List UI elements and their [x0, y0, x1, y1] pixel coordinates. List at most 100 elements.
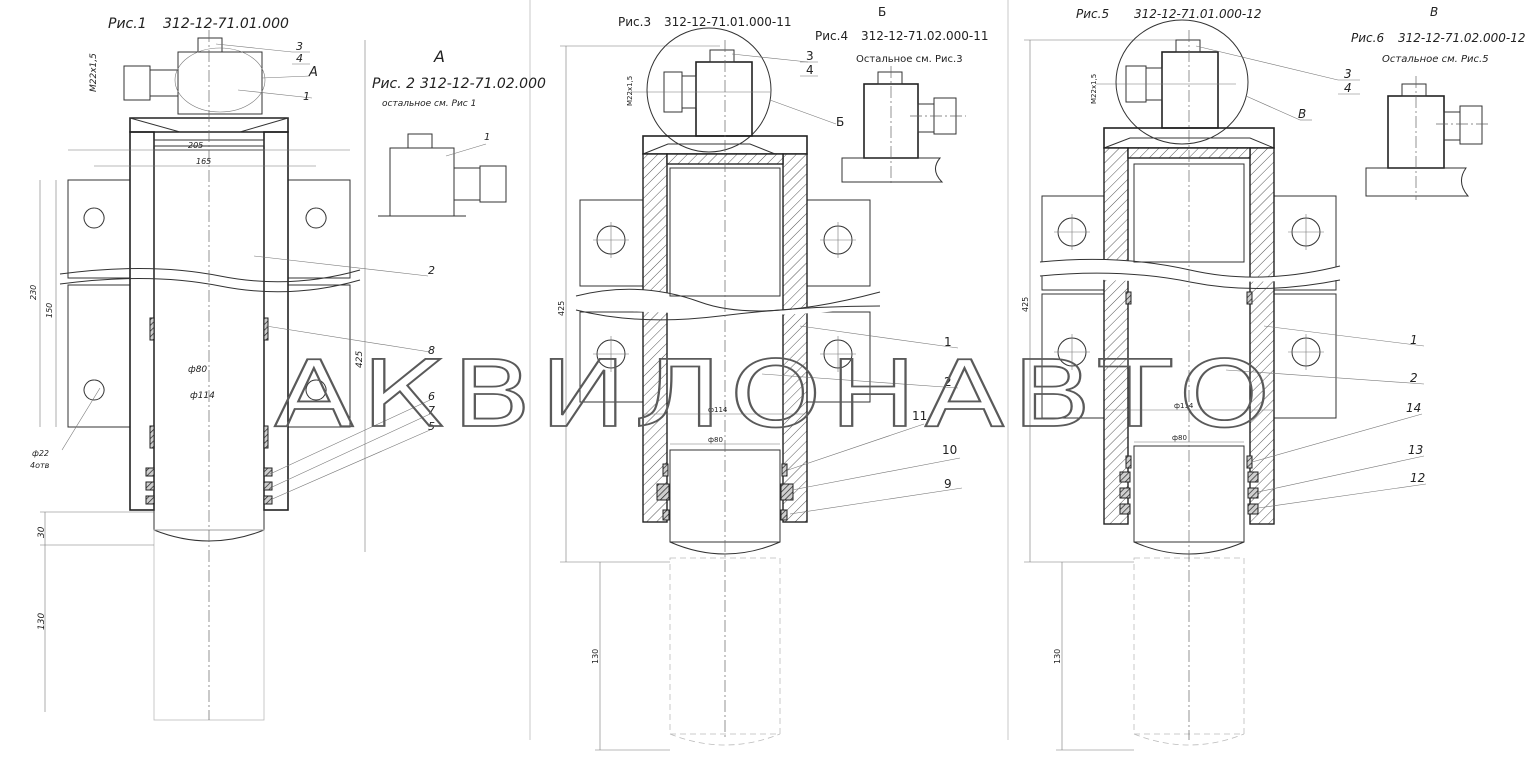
fig2-code: 312-12-71.02.000: [420, 76, 546, 92]
fig5-callout-14: 14: [1406, 401, 1421, 415]
fig6-code: 312-12-71.02.000-12: [1398, 31, 1526, 45]
fig3-break-line-bottom: [575, 305, 881, 321]
fig3-solenoid-body: [695, 61, 753, 137]
fig2-callout-1: 1: [484, 132, 490, 143]
fig2-solenoid-view: [378, 133, 507, 217]
fig5-dim-d114: ф114: [1174, 402, 1194, 410]
fig5-callout-2: 2: [1410, 371, 1418, 385]
fig5-dim-425: 425: [1021, 297, 1030, 312]
fig5-break-line-top: [1039, 258, 1341, 278]
fig1-cylinder-drawing: [39, 30, 431, 721]
fig6-note: Остальное см. Рис.5: [1382, 54, 1489, 65]
fig5-wall-right: [1249, 147, 1275, 525]
fig2-solenoid-cap: [407, 133, 433, 149]
fig5-callout-V: В: [1298, 107, 1306, 121]
fig6-view-mark: В: [1430, 5, 1438, 19]
fig3-callout-3: 3: [806, 49, 814, 63]
fig2-note: остальное см. Рис 1: [382, 99, 476, 109]
fig3-callout-9: 9: [944, 477, 952, 491]
fig5-callout-1: 1: [1410, 333, 1418, 347]
fig4-solenoid-cap: [877, 71, 903, 85]
fig1-callout-6: 6: [428, 390, 435, 403]
fig3-dim-425: 425: [557, 301, 566, 316]
fig5-solenoid-cap: [1175, 39, 1201, 53]
fig5-detail-circle-V: [1115, 19, 1249, 145]
fig5-leaders: [1195, 45, 1427, 509]
fig3-flange-right-upper: [806, 199, 871, 287]
fig1-dim-230: 230: [29, 285, 38, 300]
fig1-solenoid-connector: [149, 69, 179, 97]
fig1-dim-150: 150: [45, 303, 54, 318]
fig1-dim-30: 30: [37, 526, 47, 538]
fig1-callout-7: 7: [428, 404, 435, 417]
fig5-flange-right-lower: [1273, 293, 1337, 419]
fig3-callout-2: 2: [944, 375, 952, 389]
fig2-solenoid-body: [389, 147, 455, 217]
fig6-solenoid-cap: [1401, 83, 1427, 97]
fig1-dim-205: 205: [188, 141, 203, 150]
fig3-solenoid-cap: [709, 49, 735, 63]
fig1-detail-circle-A: [174, 47, 266, 113]
fig1-break-line-top: [59, 267, 361, 283]
fig1-flange-left-upper: [67, 179, 131, 279]
fig5-callout-13: 13: [1408, 443, 1423, 457]
fig1-dim-165: 165: [196, 157, 211, 166]
fig1-dim-hole: ф22: [32, 449, 49, 458]
fig1-dim-hole-note: 4отв: [30, 461, 50, 470]
fig4-code: 312-12-71.02.000-11: [861, 29, 989, 43]
fig1-callout-3: 3: [296, 40, 303, 53]
fig5-wall-left: [1103, 147, 1129, 525]
fig3-callout-labels: 3 4 Б 1 2 11 10 9: [806, 49, 957, 491]
fig1-dim-d80: ф80: [188, 365, 207, 375]
fig6-solenoid-view: [1365, 76, 1490, 200]
fig3-callout-1: 1: [944, 335, 952, 349]
fig3-code: 312-12-71.01.000-11: [664, 15, 792, 29]
fig1-callout-4: 4: [296, 52, 303, 65]
fig4-note: Остальное см. Рис.3: [856, 54, 963, 65]
watermark-text: АКВИЛОНАВТО: [274, 341, 1278, 448]
fig1-seals: [145, 317, 273, 505]
fig5-thread-dim: М22х1,5: [1090, 74, 1098, 104]
fig1-code: 312-12-71.01.000: [163, 16, 289, 32]
fig1-callout-labels: 3 4 1 2 8 6 7 5: [296, 40, 435, 433]
fig1-callout-8: 8: [428, 344, 435, 357]
fig1-leaders: [215, 43, 431, 501]
fig3-wall-right: [782, 153, 808, 523]
fig5-title: Рис.5: [1076, 7, 1109, 21]
fig5-callout-labels: 3 4 В 1 2 14 13 12: [1298, 67, 1425, 485]
fig3-callout-4: 4: [806, 63, 814, 77]
fig4-title: Рис.4: [815, 29, 848, 43]
fig3-dim-d114: ф114: [708, 406, 728, 414]
fig3-wall-left: [642, 153, 668, 523]
fig1-dim-130: 130: [37, 613, 47, 630]
fig1-callout-2: 2: [428, 264, 435, 277]
fig2-connector-plug: [479, 165, 507, 203]
fig4-base: [841, 157, 944, 183]
fig4-solenoid-view: [841, 66, 966, 186]
fig3-dim-d80: ф80: [708, 436, 723, 444]
fig1-thread-dim: М22х1,5: [89, 53, 99, 92]
fig1-solenoid-cap: [197, 37, 223, 53]
fig1-callout-1: 1: [303, 90, 310, 103]
fig1-solenoid-body: [177, 51, 263, 115]
fig3-thread-dim: М22х1,5: [626, 76, 634, 106]
fig2-title: Рис. 2: [372, 76, 415, 92]
fig5-cylinder-section: [1024, 19, 1427, 751]
fig3-callout-B: Б: [836, 115, 844, 129]
fig1-dim-d114: ф114: [190, 391, 215, 401]
fig3-leaders: [731, 53, 963, 515]
fig5-seals: [1119, 291, 1259, 515]
fig3-seals: [656, 463, 794, 521]
fig6-connector-plug: [1459, 105, 1483, 145]
fig1-flange-left-lower: [67, 284, 131, 428]
fig5-callout-12: 12: [1410, 471, 1425, 485]
fig2-view-mark: А: [433, 47, 445, 66]
fig3-cylinder-section: [560, 27, 963, 751]
fig3-dim-130: 130: [591, 649, 600, 664]
fig5-break-line-bottom: [1039, 272, 1341, 290]
fig3-detail-circle-B: [646, 27, 772, 153]
fig3-flange-left-upper: [579, 199, 644, 287]
fig6-base: [1365, 167, 1470, 197]
fig1-callout-5: 5: [428, 420, 435, 433]
fig3-callout-11: 11: [912, 409, 927, 423]
